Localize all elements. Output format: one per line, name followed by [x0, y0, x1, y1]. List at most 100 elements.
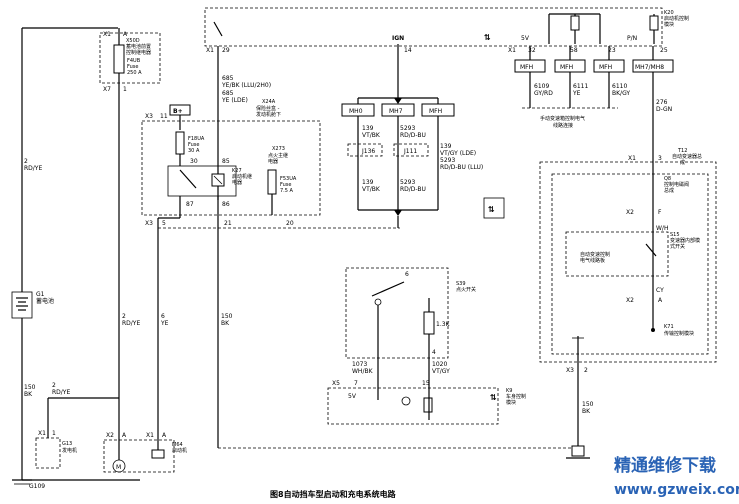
splice-j136 — [347, 143, 383, 157]
battery-g1 — [11, 291, 33, 319]
svg-text:保险丝盒 -: 保险丝盒 - — [256, 105, 280, 112]
svg-text:D-GN: D-GN — [656, 106, 672, 113]
svg-text:15: 15 — [422, 380, 430, 387]
svg-text:电器: 电器 — [232, 179, 242, 186]
fuse-f53ua — [267, 169, 277, 195]
svg-text:J136: J136 — [361, 148, 375, 155]
svg-text:手动变速箱控制电气: 手动变速箱控制电气 — [540, 115, 585, 122]
svg-text:P/N: P/N — [627, 35, 637, 42]
svg-text:S39: S39 — [456, 281, 466, 287]
svg-text:K71: K71 — [664, 324, 674, 330]
svg-text:VT/BK: VT/BK — [362, 132, 381, 139]
svg-text:14: 14 — [404, 47, 412, 54]
svg-text:MH7: MH7 — [389, 108, 403, 115]
svg-text:车身控制: 车身控制 — [506, 393, 526, 400]
svg-text:87: 87 — [186, 201, 194, 208]
svg-text:11: 11 — [160, 113, 168, 120]
svg-text:控制电磁阀: 控制电磁阀 — [664, 181, 689, 188]
svg-text:蓄电池前置: 蓄电池前置 — [126, 43, 151, 50]
svg-text:Fuse: Fuse — [280, 182, 291, 188]
svg-text:X2: X2 — [626, 297, 634, 304]
svg-text:BK: BK — [582, 408, 591, 415]
svg-text:CY: CY — [656, 287, 664, 294]
svg-text:X1: X1 — [146, 432, 154, 439]
svg-text:6: 6 — [161, 313, 165, 320]
svg-text:发电机: 发电机 — [62, 447, 77, 454]
svg-text:X24A: X24A — [262, 99, 276, 105]
svg-text:G1: G1 — [36, 291, 45, 298]
svg-text:IGN: IGN — [392, 35, 404, 42]
svg-text:MFH: MFH — [560, 64, 573, 71]
svg-text:1: 1 — [123, 86, 127, 93]
svg-text:MH0: MH0 — [349, 108, 363, 115]
mode-switch-icon — [645, 243, 657, 257]
svg-text:电气线路板: 电气线路板 — [580, 257, 605, 264]
svg-text:YE: YE — [160, 320, 169, 327]
svg-text:6111: 6111 — [573, 83, 588, 90]
svg-text:M: M — [116, 464, 121, 471]
svg-text:685: 685 — [222, 90, 234, 97]
svg-text:K27: K27 — [232, 168, 242, 174]
svg-text:G13: G13 — [62, 441, 72, 447]
watermark-cn: 精通维修下载 — [614, 455, 716, 476]
svg-text:总成: 总成 — [664, 187, 674, 194]
svg-text:2: 2 — [584, 367, 588, 374]
svg-text:5V: 5V — [348, 393, 357, 400]
svg-text:RD/YE: RD/YE — [24, 165, 42, 172]
x24a-outline — [141, 120, 321, 216]
svg-text:蓄电池: 蓄电池 — [36, 297, 54, 305]
svg-text:模块: 模块 — [506, 399, 516, 406]
serial-data-box-icon — [483, 197, 505, 219]
svg-text:276: 276 — [656, 99, 668, 106]
svg-text:250 A: 250 A — [127, 70, 142, 76]
ignition-switch-s39 — [345, 267, 449, 359]
splice-top-icon — [394, 98, 402, 104]
fuse-f18ua — [175, 131, 185, 155]
svg-text:VT/GY: VT/GY — [432, 368, 450, 375]
svg-text:RD/D-BU: RD/D-BU — [400, 132, 426, 139]
svg-text:685: 685 — [222, 75, 234, 82]
resistor-1-3k — [423, 311, 435, 335]
body-control-module — [327, 387, 499, 425]
svg-text:F53UA: F53UA — [280, 176, 297, 182]
svg-text:X5: X5 — [332, 380, 340, 387]
svg-text:电器: 电器 — [268, 158, 278, 165]
tcm-inner-board — [565, 231, 669, 277]
svg-text:150: 150 — [24, 384, 36, 391]
svg-text:BK: BK — [24, 391, 33, 398]
svg-text:YE/BK (LLU/2H0): YE/BK (LLU/2H0) — [221, 82, 271, 89]
x50d-outline — [99, 32, 161, 84]
svg-text:MFH: MFH — [429, 108, 442, 115]
svg-text:控制继电器: 控制继电器 — [126, 49, 151, 56]
svg-text:30: 30 — [190, 158, 198, 165]
generator-g13 — [35, 437, 61, 469]
svg-text:BK: BK — [221, 320, 230, 327]
svg-text:F18UA: F18UA — [188, 136, 205, 142]
svg-text:启动机继: 启动机继 — [232, 173, 252, 180]
svg-text:23: 23 — [608, 47, 616, 54]
svg-text:29: 29 — [222, 47, 230, 54]
svg-text:⇅: ⇅ — [488, 205, 495, 214]
svg-text:X2: X2 — [106, 432, 114, 439]
k71-contact-icon — [651, 328, 655, 332]
svg-text:YE (LDE): YE (LDE) — [221, 97, 248, 104]
svg-text:7: 7 — [354, 380, 358, 387]
relay-contact — [179, 169, 197, 189]
svg-text:B+: B+ — [173, 108, 183, 115]
svg-text:BK/GY: BK/GY — [612, 90, 630, 97]
svg-text:点火开关: 点火开关 — [456, 286, 476, 293]
svg-text:1020: 1020 — [432, 361, 447, 368]
svg-text:Fuse: Fuse — [127, 64, 138, 70]
transmission-t12 — [539, 161, 717, 363]
svg-text:25: 25 — [660, 47, 668, 54]
svg-text:J111: J111 — [403, 148, 417, 155]
svg-text:20: 20 — [286, 220, 294, 227]
fuse-f4ub — [113, 44, 125, 74]
svg-text:4: 4 — [432, 349, 436, 356]
svg-text:5V: 5V — [521, 35, 530, 42]
svg-text:A: A — [162, 432, 167, 439]
svg-text:自动变速控制: 自动变速控制 — [580, 251, 610, 258]
svg-text:A: A — [123, 31, 128, 38]
svg-text:X1: X1 — [38, 430, 46, 437]
